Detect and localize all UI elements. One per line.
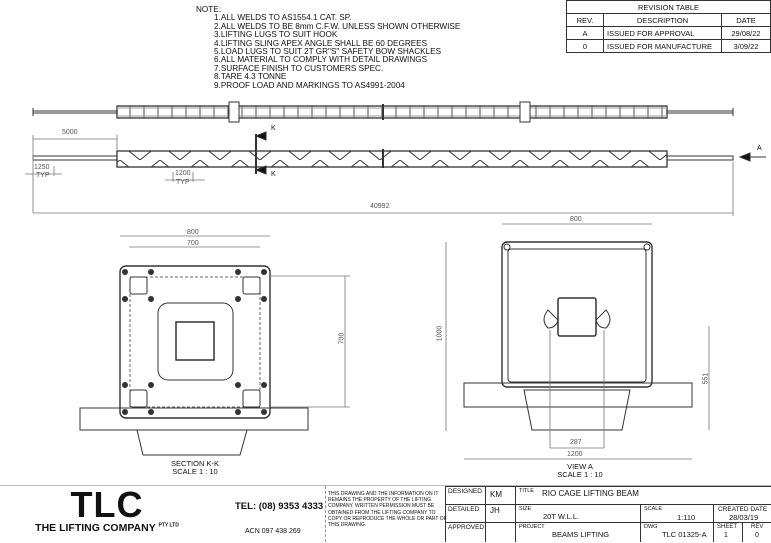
section-kk-caption: SECTION K-K SCALE 1 : 10 xyxy=(160,460,230,476)
dim-section-height: 700 xyxy=(338,332,346,345)
table-row: 0 ISSUED FOR MANUFACTURE 3/09/22 xyxy=(566,39,771,53)
size-value: 20T W.L.L. xyxy=(543,512,580,521)
plan-view xyxy=(32,101,734,123)
dim-lug-height: 551 xyxy=(702,372,710,385)
dim-inner-width: 700 xyxy=(187,240,199,247)
sheet-value: 1 xyxy=(724,532,728,539)
dim-overhang: 5000 xyxy=(62,129,78,136)
dim-lug-spacing: 287 xyxy=(570,439,582,446)
dim-outer-width: 800 xyxy=(187,229,199,236)
note-item: 7.SURFACE FINISH TO CUSTOMERS SPEC. xyxy=(214,63,384,73)
company-suffix: PTY LTD xyxy=(158,522,179,529)
logo-text: TLC xyxy=(70,484,144,525)
scale-label: SCALE xyxy=(644,506,663,512)
note-item: 5.LOAD LUGS TO SUIT 2T GR"S" SAFETY BOW … xyxy=(214,47,442,57)
company-name: THE LIFTING COMPANY xyxy=(35,522,156,534)
designed-value: KM xyxy=(490,490,502,499)
caption-title: SECTION K-K xyxy=(171,459,219,468)
project-label: PROJECT xyxy=(519,524,545,530)
dim-beam-width: 1200 xyxy=(567,451,583,458)
dim-panel-typ: TYP xyxy=(176,179,190,186)
note-item: 2.ALL WELDS TO BE 8mm C.F.W. UNLESS SHOW… xyxy=(214,21,461,31)
dwg-label: DWG xyxy=(644,524,658,530)
approved-label: APPROVED xyxy=(448,524,485,531)
drawing-title: RIO CAGE LIFTING BEAM xyxy=(542,489,639,498)
title-label: TITLE xyxy=(519,488,534,494)
detailed-value: JH xyxy=(490,506,500,515)
designed-label: DESIGNED xyxy=(448,488,482,495)
date-cell: 3/09/22 xyxy=(721,39,771,53)
detailed-label: DETAILED xyxy=(448,506,480,513)
dwg-number: TLC 01325-A xyxy=(662,530,707,539)
note-item: 4.LIFTING SLING APEX ANGLE SHALL BE 60 D… xyxy=(214,38,428,48)
revision-table: REVISION TABLE REV. DESCRIPTION DATE A I… xyxy=(566,0,771,53)
scale-value: 1:110 xyxy=(677,513,696,522)
project-value: BEAMS LIFTING xyxy=(552,530,610,539)
notes-heading: NOTE: xyxy=(196,5,222,14)
created-date-label: CREATED DATE xyxy=(718,506,768,513)
title-block xyxy=(0,485,771,543)
dim-end-typ: TYP xyxy=(36,172,50,179)
note-item: 3.LIFTING LUGS TO SUIT HOOK xyxy=(214,30,338,40)
sheet-label: SHEET xyxy=(717,524,738,530)
dim-end: 1250 xyxy=(34,164,50,171)
general-notes: NOTE: 1.ALL WELDS TO AS1554.1 CAT. SP. 2… xyxy=(196,5,461,90)
view-marker: A xyxy=(757,145,762,152)
section-kk-view xyxy=(79,235,350,456)
created-date-value: 28/03/19 xyxy=(729,513,759,522)
caption-scale: SCALE 1 : 10 xyxy=(172,467,218,476)
note-item: 6.ALL MATERIAL TO COMPLY WITH DETAIL DRA… xyxy=(214,55,428,65)
rev-label: REV xyxy=(751,524,764,530)
size-label: SIZE xyxy=(519,506,532,512)
side-elevation xyxy=(25,131,766,216)
company-acn: ACN 097 438 269 xyxy=(245,528,301,535)
copyright-disclaimer: THIS DRAWING AND THE INFORMATION ON IT R… xyxy=(328,491,447,529)
note-item: 8.TARE 4.3 TONNE xyxy=(214,72,287,82)
note-item: 9.PROOF LOAD AND MARKINGS TO AS4991-2004 xyxy=(214,80,405,90)
caption-title: VIEW A xyxy=(567,462,593,471)
view-a xyxy=(445,223,710,460)
dim-view-height: 1000 xyxy=(436,325,444,342)
drawing-canvas xyxy=(25,101,766,460)
company-phone: TEL: (08) 9353 4333 xyxy=(235,501,324,512)
company-logo: TLC THE LIFTING COMPANY PTY LTD xyxy=(22,484,192,535)
dim-panel: 1200 xyxy=(175,170,191,177)
caption-scale: SCALE 1 : 10 xyxy=(557,470,603,479)
rev-value: 0 xyxy=(755,532,759,539)
dim-view-width: 800 xyxy=(570,216,582,223)
section-marker-bottom: K xyxy=(271,171,276,178)
dim-overall: 40992 xyxy=(370,203,390,210)
note-item: 1.ALL WELDS TO AS1554.1 CAT. SP. xyxy=(214,13,352,23)
view-a-caption: VIEW A SCALE 1 : 10 xyxy=(545,463,615,479)
section-marker-top: K xyxy=(271,125,276,132)
